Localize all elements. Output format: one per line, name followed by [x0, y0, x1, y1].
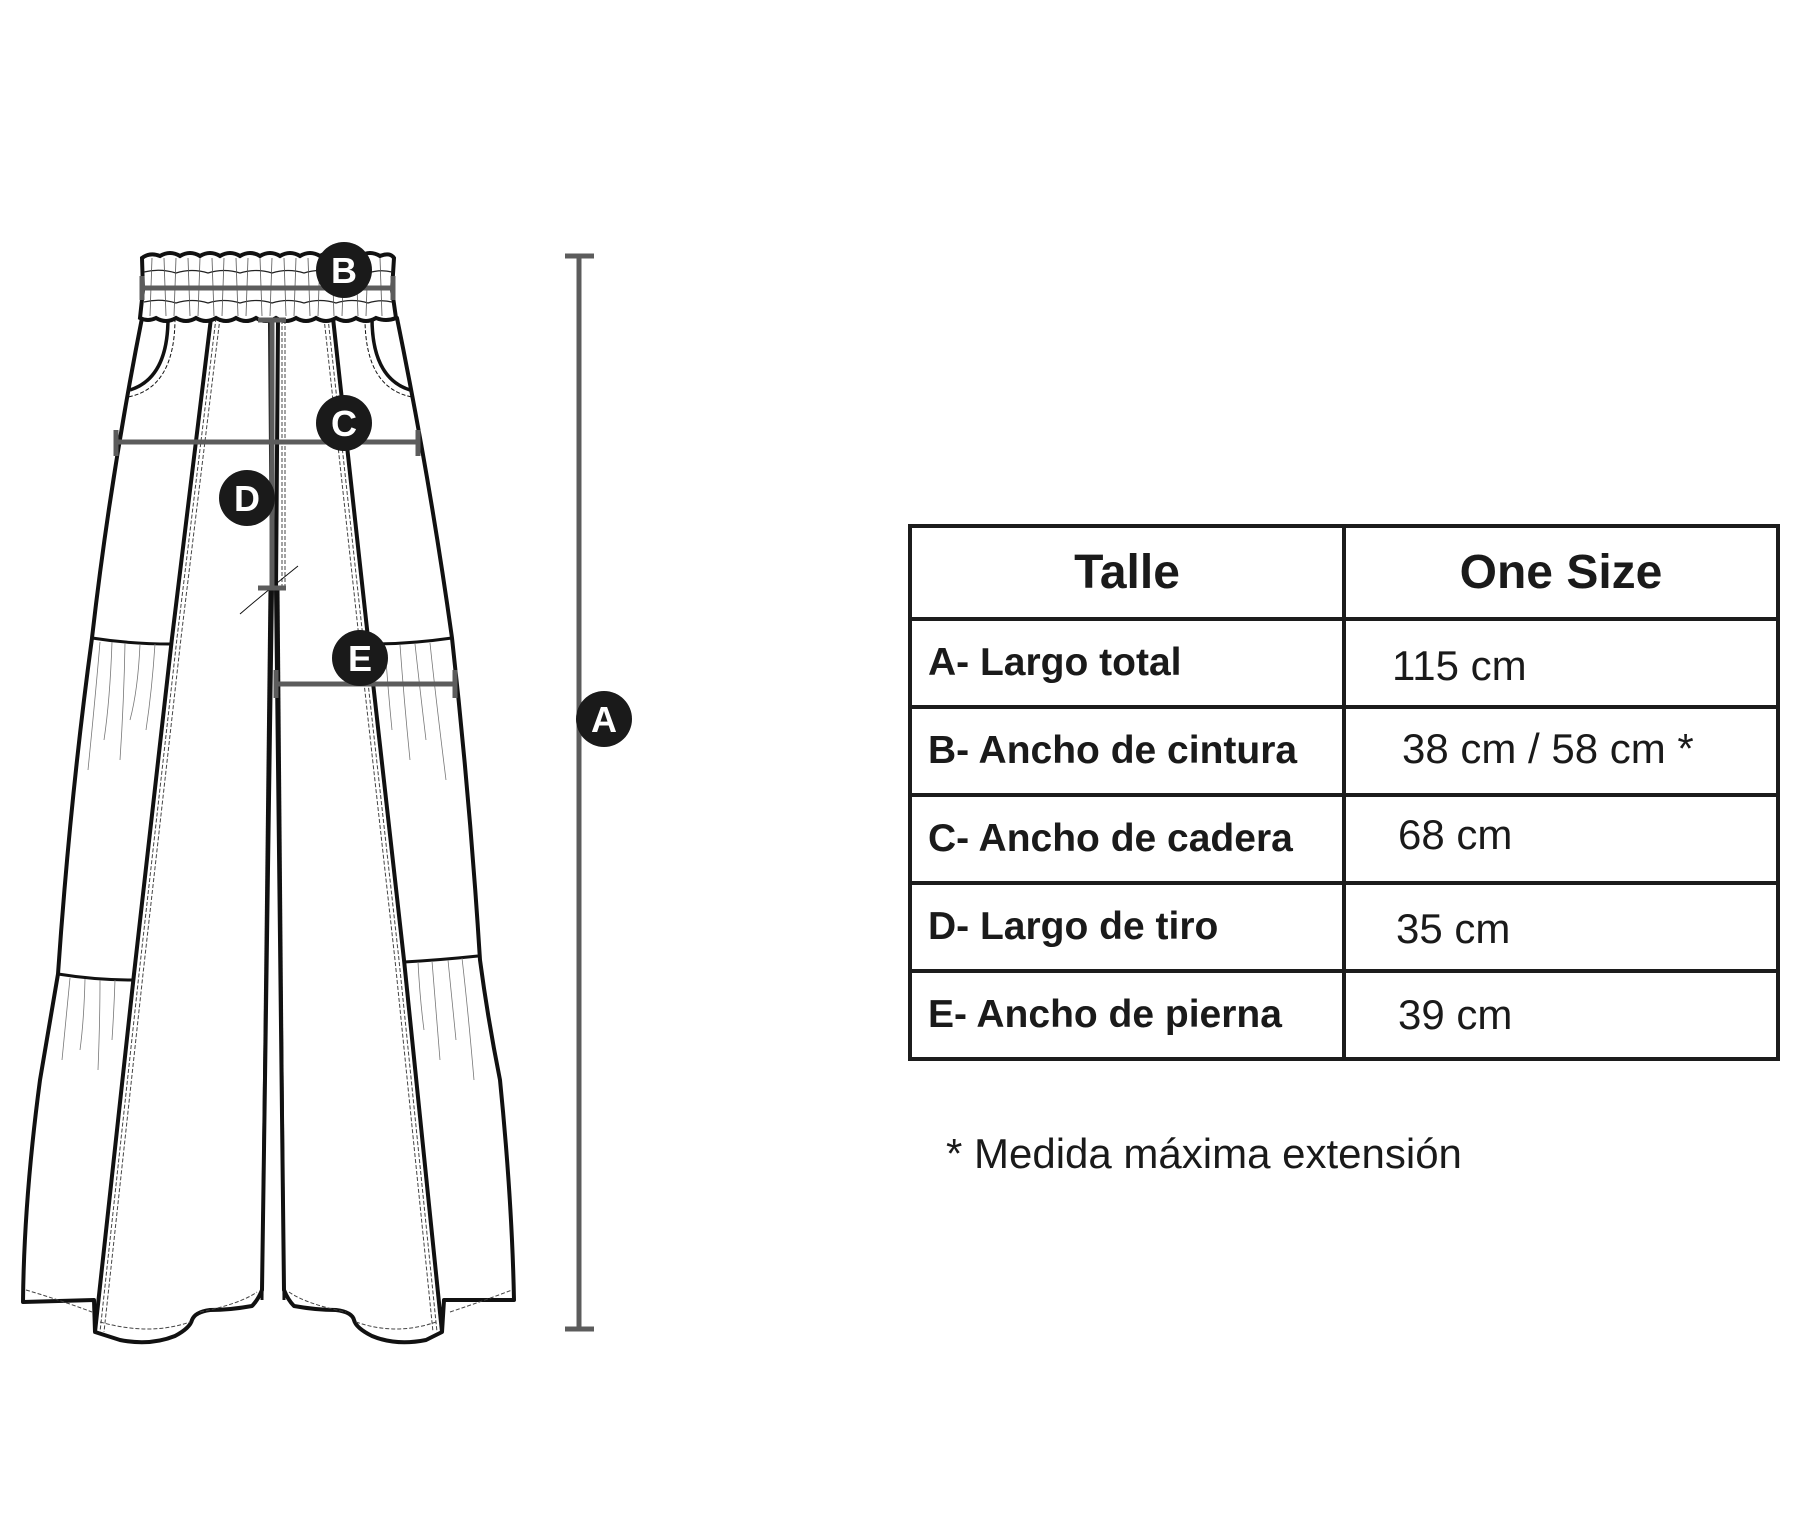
measurement-lines — [113, 253, 594, 1332]
row-value: 68 cm — [1342, 793, 1780, 886]
table-row: A- Largo total 115 cm — [908, 617, 1780, 710]
header-size-value: One Size — [1342, 523, 1780, 622]
marker-d: D — [219, 470, 275, 526]
row-label: B- Ancho de cintura — [908, 705, 1346, 798]
svg-text:D: D — [234, 478, 260, 519]
marker-c: C — [316, 395, 372, 451]
row-value: 35 cm — [1342, 881, 1780, 974]
row-value: 115 cm — [1342, 617, 1780, 710]
value-text: 38 cm / 58 cm * — [1402, 725, 1694, 773]
row-label: D- Largo de tiro — [908, 881, 1346, 974]
table-row: C- Ancho de cadera 68 cm — [908, 793, 1780, 886]
table-row: D- Largo de tiro 35 cm — [908, 881, 1780, 974]
panel-seams — [93, 317, 444, 1333]
gathers — [61, 641, 475, 1081]
value-text: 115 cm — [1392, 642, 1527, 690]
footnote: * Medida máxima extensión — [946, 1130, 1462, 1177]
value-text: 35 cm — [1396, 905, 1511, 953]
table-row: E- Ancho de pierna 39 cm — [908, 969, 1780, 1061]
svg-text:E: E — [348, 638, 372, 679]
svg-text:A: A — [591, 699, 617, 740]
trousers-flat-sketch: A B C D E — [21, 242, 632, 1345]
svg-text:C: C — [331, 403, 357, 444]
row-value: 39 cm — [1342, 969, 1780, 1061]
row-value: 38 cm / 58 cm * — [1342, 705, 1780, 798]
marker-a: A — [576, 691, 632, 747]
marker-b: B — [316, 242, 372, 298]
pockets — [127, 317, 413, 398]
header-size-label: Talle — [908, 523, 1346, 622]
topstitching — [25, 317, 513, 1333]
row-label: C- Ancho de cadera — [908, 793, 1346, 886]
svg-text:B: B — [331, 250, 357, 291]
row-label: E- Ancho de pierna — [908, 969, 1346, 1061]
table-header-row: Talle One Size — [908, 523, 1780, 622]
size-chart-table: Talle One Size A- Largo total 115 cm B- … — [908, 523, 1780, 1061]
row-label: A- Largo total — [908, 617, 1346, 710]
value-text: 39 cm — [1398, 991, 1513, 1038]
tier-seams — [57, 636, 479, 982]
marker-e: E — [332, 630, 388, 686]
table-row: B- Ancho de cintura 38 cm / 58 cm * — [908, 705, 1780, 798]
value-text: 68 cm — [1398, 811, 1513, 859]
